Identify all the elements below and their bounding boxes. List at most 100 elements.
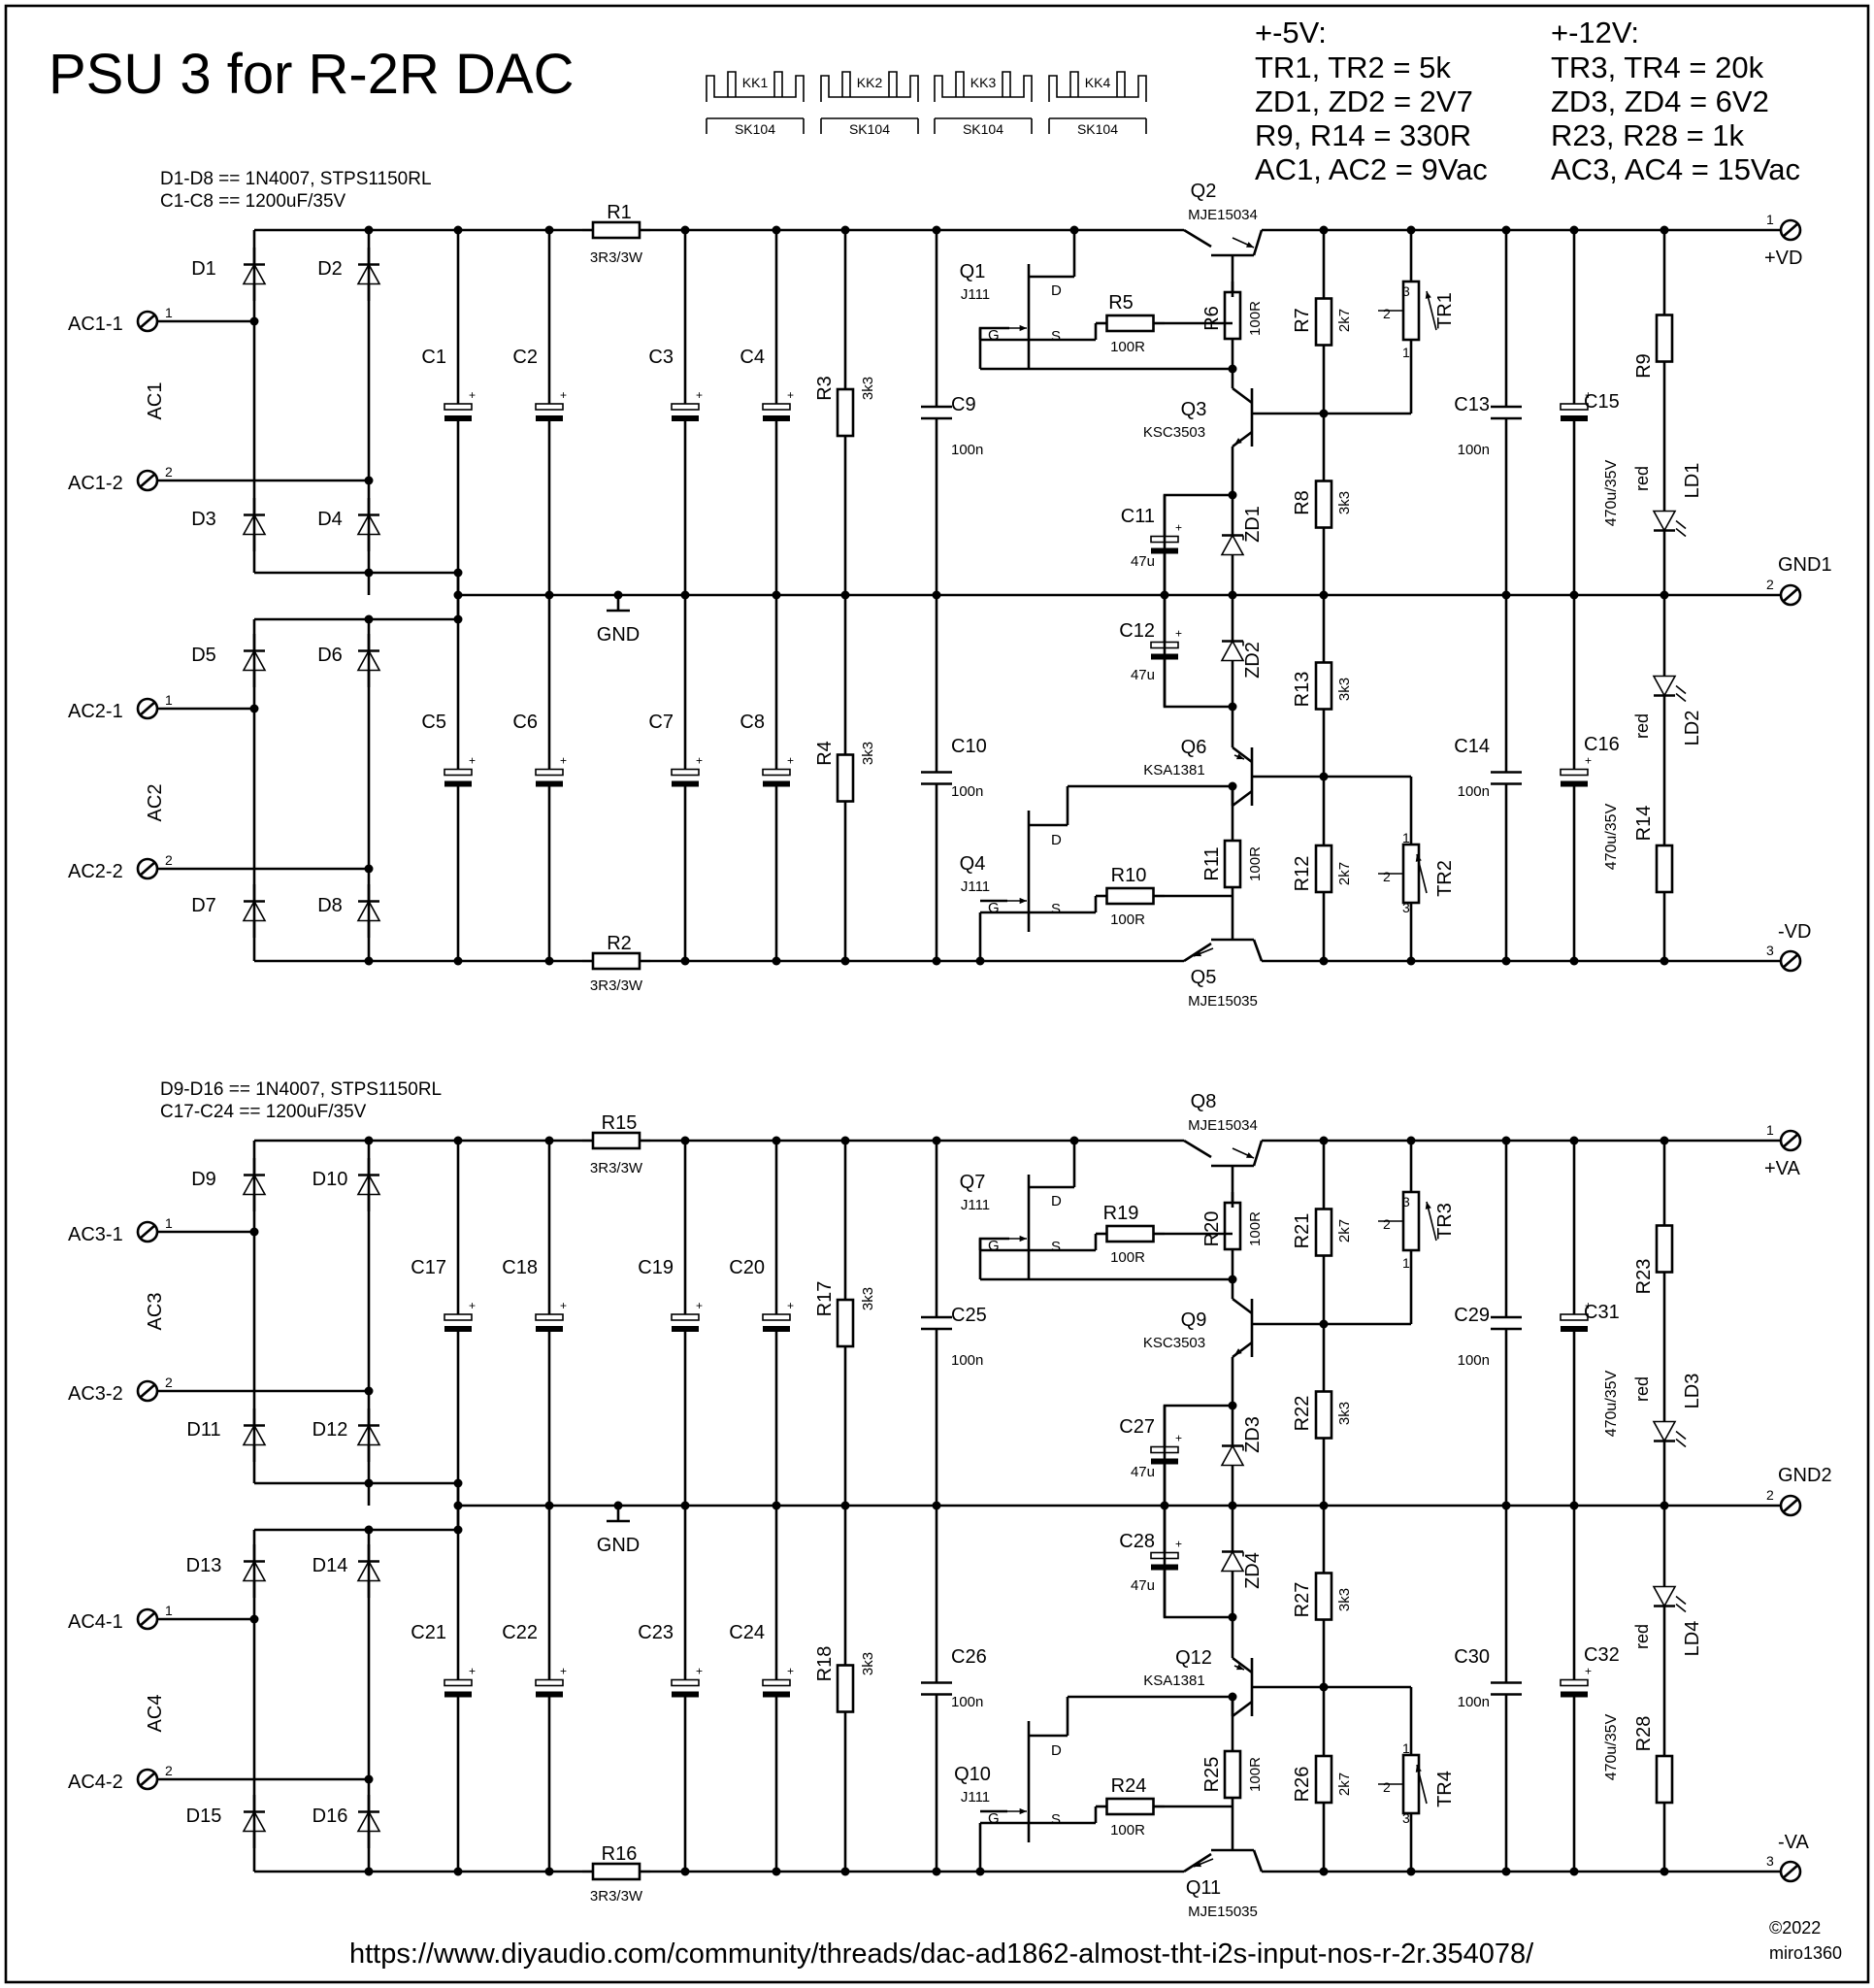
ac-terminal (139, 314, 156, 329)
cap-ref: C22 (502, 1622, 538, 1643)
cap-value: 100n (1458, 1694, 1490, 1710)
resistor-value: 3k3 (860, 1652, 876, 1675)
led-resistor (1655, 314, 1674, 363)
output-cap (1560, 768, 1589, 777)
divider-resistor (1314, 844, 1333, 894)
plus-mark: + (787, 754, 794, 768)
diode-ref: D1 (191, 258, 216, 280)
ground-label: GND (597, 624, 640, 646)
bulk-cap (672, 1691, 699, 1698)
junction-dot (1319, 956, 1329, 966)
resistor-value: 100R (1247, 1757, 1264, 1792)
heatsink-fin (773, 71, 783, 97)
heatsink-fin (1002, 71, 1011, 97)
transistor-part: KSA1381 (1143, 762, 1204, 779)
footer-copyright: ©2022 (1769, 1918, 1821, 1938)
pin-number: 1 (165, 692, 173, 708)
diode (242, 1423, 267, 1446)
zener-cap (1150, 641, 1179, 649)
cap-ref: C15 (1584, 391, 1620, 413)
ac-pin-label: AC1-2 (68, 473, 123, 494)
pin-number: 1 (1766, 1122, 1774, 1138)
heatsink-part: SK104 (735, 121, 775, 137)
fet-pin: D (1051, 1742, 1062, 1759)
transistor-ref: Q6 (1181, 737, 1207, 758)
cap-ref: C5 (421, 712, 446, 733)
junction-dot (613, 590, 623, 600)
diode (356, 1173, 381, 1196)
bulk-cap (671, 1313, 700, 1321)
bulk-cap (763, 415, 790, 421)
diode-ref: D3 (191, 509, 216, 530)
resistor-value: 3k3 (860, 377, 876, 400)
notes-line: TR3, TR4 = 20k (1551, 50, 1764, 84)
bulk-cap (535, 768, 564, 777)
ac-pin-label: AC4-1 (68, 1611, 123, 1633)
bulk-cap (444, 1326, 472, 1332)
page-title: PSU 3 for R-2R DAC (49, 43, 574, 106)
divider-resistor (1314, 1390, 1333, 1440)
pin-number: 2 (165, 1375, 173, 1390)
gate-arrow (1019, 1235, 1027, 1242)
pin-number: 1 (165, 305, 173, 320)
diode-ref: D7 (191, 895, 216, 916)
transistor-part: MJE15035 (1188, 993, 1258, 1010)
source-resistor (1105, 314, 1155, 333)
fet-pin: D (1051, 1193, 1062, 1209)
output-terminal (1782, 222, 1799, 238)
divider-resistor (1314, 1754, 1333, 1805)
wire (1183, 1852, 1212, 1873)
diode-ref: D14 (312, 1555, 348, 1576)
bleeder-resistor (836, 1298, 855, 1348)
trimmer-arrow (1415, 1765, 1422, 1773)
cap-ref: C11 (1121, 506, 1155, 527)
output-cap (1560, 1678, 1589, 1687)
wire (1252, 229, 1264, 256)
jfet-part: J111 (961, 878, 990, 895)
resistor-ref: R10 (1111, 865, 1147, 886)
resistor (591, 1131, 641, 1150)
jfet-ref: Q7 (960, 1172, 986, 1193)
led (1652, 1585, 1677, 1608)
led-resistor (1655, 1224, 1674, 1274)
output-label: GND1 (1778, 554, 1832, 576)
resistor-ref: R4 (814, 741, 836, 766)
bleeder-resistor (836, 1664, 855, 1713)
footer-url: https://www.diyaudio.com/community/threa… (349, 1938, 1534, 1970)
transistor-part: KSA1381 (1143, 1673, 1204, 1689)
source-resistor (1105, 1797, 1155, 1816)
cap-ref: C17 (411, 1257, 446, 1278)
ac-pin-label: AC1-1 (68, 314, 123, 335)
zener (1220, 1549, 1245, 1573)
output-cap (1561, 1691, 1588, 1698)
resistor-ref: R5 (1108, 292, 1134, 314)
diode-ref: D13 (186, 1555, 222, 1576)
page-border (4, 4, 1870, 1984)
heatsink-ref: KK3 (970, 75, 997, 90)
ac-name: AC3 (145, 1293, 166, 1331)
pot-pin: 1 (1402, 830, 1410, 845)
bulk-cap (444, 1678, 473, 1687)
pin-number: 2 (165, 852, 173, 868)
trimmer-ref: TR1 (1434, 292, 1456, 329)
plus-mark: + (696, 388, 703, 402)
cap-ref: C7 (648, 712, 674, 733)
junction-dot (1406, 1867, 1416, 1876)
heatsink-part: SK104 (963, 121, 1003, 137)
emitter-arrow (1236, 753, 1244, 760)
bulk-cap (762, 403, 791, 411)
output-terminal (1782, 953, 1799, 969)
zener-ref: ZD2 (1242, 642, 1264, 679)
ac-terminal (139, 861, 156, 877)
zener-cap (1151, 1458, 1178, 1465)
cap-value: 47u (1131, 1464, 1155, 1480)
led (1675, 1430, 1687, 1441)
diode (242, 513, 267, 536)
led (1675, 684, 1687, 695)
gate-arrow (1019, 1807, 1027, 1815)
transistor-part: MJE15034 (1188, 207, 1258, 223)
ac-pin-label: AC4-2 (68, 1772, 123, 1793)
bulk-cap (535, 1313, 564, 1321)
plus-mark: + (696, 1665, 703, 1678)
fet-pin: D (1051, 832, 1062, 848)
